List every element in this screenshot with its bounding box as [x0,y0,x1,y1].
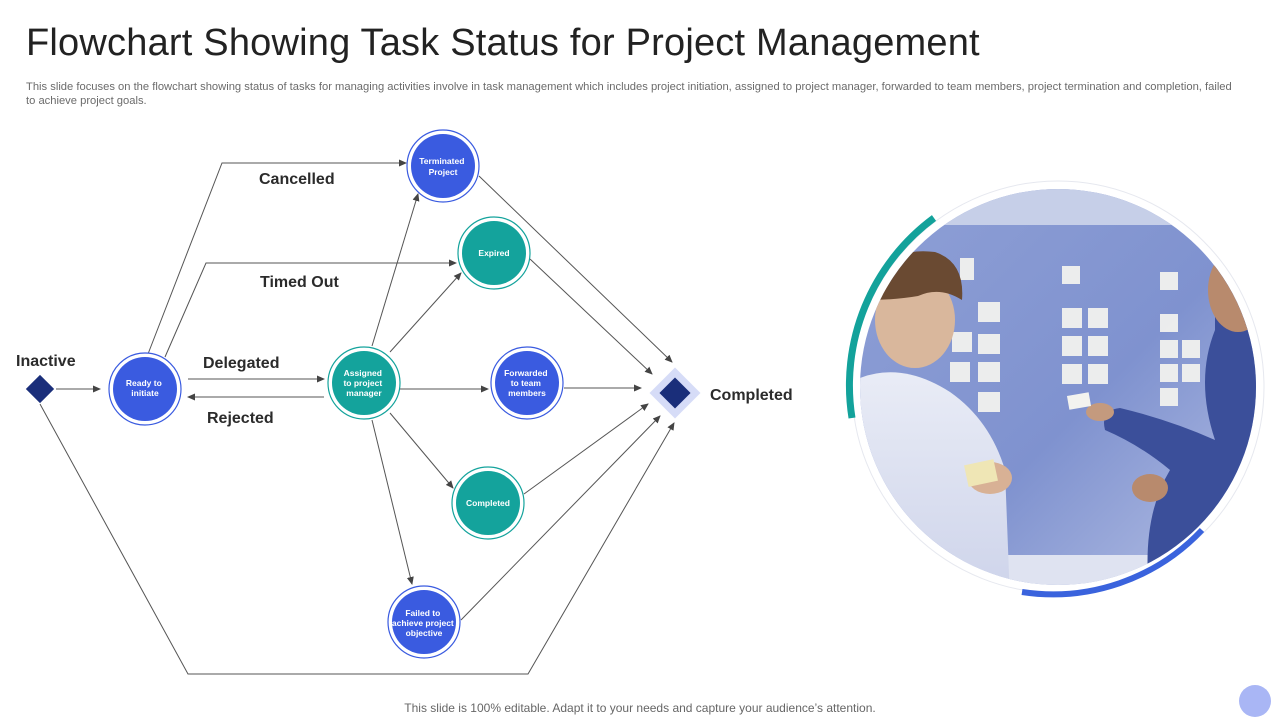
edge-label-rejected: Rejected [207,410,274,427]
node-expired: Expired [457,216,531,290]
inactive-label: Inactive [16,353,76,370]
edge-expired-to-completed [529,258,653,375]
edge-failed-to-completed [460,415,661,621]
blue-accent-arc [1021,527,1205,598]
edge-cancelled [147,159,407,355]
edge-inactive-bypass [39,403,675,675]
node-assigned-line-3: manager [346,388,382,398]
edge-label-timed-out: Timed Out [260,274,339,291]
node-expired-line-1: Expired [478,248,509,258]
node-failed-line-1: Failed to [405,608,440,618]
edge-terminated-to-completed [478,175,673,363]
inactive-state-diamond [25,374,55,404]
node-ready-to-initiate: Ready to initiate [108,352,182,426]
node-failed-line-3: objective [406,628,443,638]
edge-assigned-to-terminated [371,193,420,347]
node-assigned-line-2: to project [343,378,382,388]
completed-state-label: Completed [710,387,793,404]
svg-text:Forwarded to team: Forwarded to team members [504,368,550,398]
node-failed-to-achieve-project-objective: Failed to achieve project objective [387,585,461,659]
edge-assigned-to-failed [371,419,414,585]
edge-label-delegated: Delegated [203,355,279,372]
node-ready-line-1: Ready to [126,378,162,388]
svg-text:Failed to achieve projec: Failed to achieve project objective [392,608,456,638]
node-terminated-project: Terminated Project [406,129,480,203]
svg-text:Ready to initiate: Ready to initiate [126,378,164,398]
node-terminated-line-2: Project [429,167,458,177]
edge-assigned-to-expired [389,272,462,353]
node-completed-task: Completed [451,466,525,540]
completed-state-diamond [659,377,691,409]
sticky-notes [950,258,1200,412]
svg-text:Terminated Project: Terminated Project [419,156,467,177]
node-terminated-line-1: Terminated [419,156,464,166]
svg-text:Assigned to project: Assigned to project manager [343,368,384,398]
node-forwarded-line-3: members [508,388,546,398]
node-forwarded-line-2: to team [511,378,542,388]
edge-label-cancelled: Cancelled [259,171,335,188]
node-ready-line-2: initiate [131,388,159,398]
page-description: This slide focuses on the flowchart show… [26,81,1232,107]
footer-note: This slide is 100% editable. Adapt it to… [404,701,876,715]
node-failed-line-2: achieve project [392,618,454,628]
svg-text:Expired: Expired [478,248,509,258]
node-completed-task-line-1: Completed [466,498,510,508]
node-assigned-line-1: Assigned [344,368,382,378]
node-forwarded-line-1: Forwarded [504,368,547,378]
node-assigned-to-project-manager: Assigned to project manager [327,346,401,420]
page-title: Flowchart Showing Task Status for Projec… [26,22,980,64]
edge-assigned-to-completed-task [389,412,454,489]
team-photo-circle [845,180,1265,598]
teal-accent-arc [845,215,937,419]
connectors [39,159,675,675]
corner-accent-dot [1239,685,1271,717]
svg-text:Completed: Completed [466,498,510,508]
edge-completed-task-to-completed [523,403,649,495]
node-forwarded-to-team-members: Forwarded to team members [490,346,564,420]
edge-timed-out [164,259,457,358]
